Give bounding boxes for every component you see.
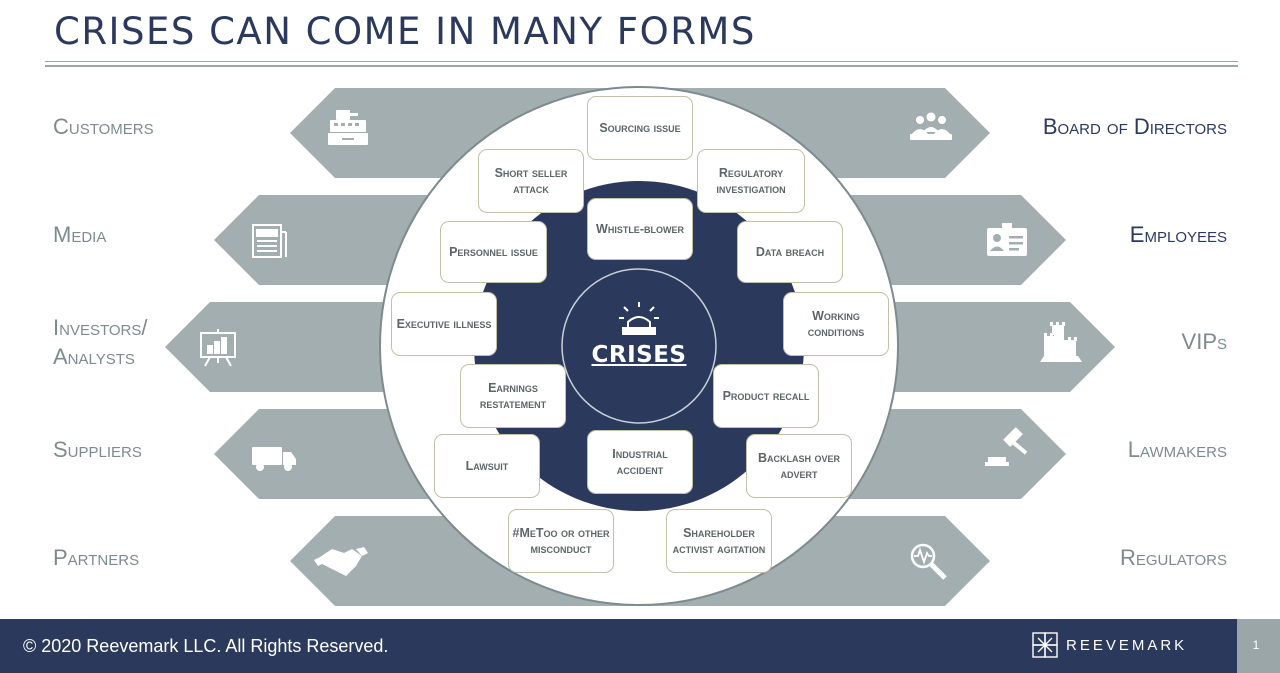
slide-title: CRISES CAN COME IN MANY FORMS <box>54 10 756 53</box>
crisis-executive-illness: Executive illness <box>391 292 497 356</box>
newspaper-icon <box>252 224 287 258</box>
page-number-badge <box>1237 619 1280 673</box>
gavel-icon <box>985 427 1028 466</box>
crisis-personnel-issue: Personnel issue <box>440 221 547 283</box>
brand-name: REEVEMARK <box>1066 636 1188 654</box>
stakeholder-regulators: Regulators <box>1119 545 1227 570</box>
stakeholder-suppliers: Suppliers <box>53 437 142 462</box>
footer-bar <box>0 619 1280 673</box>
title-rule <box>45 61 1238 62</box>
stakeholder-investors: Investors/ <box>53 315 148 340</box>
center-crises-label: CRISES <box>591 342 687 368</box>
stakeholder-customers: Customers <box>53 114 154 139</box>
crisis-working-conditions: Working conditions <box>783 292 889 356</box>
stakeholder-media: Media <box>53 222 107 247</box>
meeting-group-icon <box>910 112 952 140</box>
crisis-sourcing-issue: Sourcing issue <box>587 96 693 160</box>
stakeholder-analysts: Analysts <box>53 344 135 369</box>
magnifier-icon <box>910 543 947 580</box>
cash-register-icon <box>328 110 368 145</box>
crisis-backlash-over-advert: Backlash over advert <box>746 434 852 498</box>
center-circle <box>561 268 717 424</box>
page-number: 1 <box>1252 638 1260 652</box>
siren-icon <box>619 302 659 335</box>
brand-logo: REEVEMARK <box>1030 630 1187 660</box>
stakeholder-employees: Employees <box>1129 222 1227 247</box>
crisis-regulatory-investigation: Regulatory investigation <box>697 149 805 213</box>
title-rule-thick <box>45 65 1238 67</box>
crisis-metoo-misconduct: #MeToo or other misconduct <box>508 509 614 573</box>
crisis-product-recall: Product recall <box>713 364 819 428</box>
stakeholder-vips: VIPs <box>1181 329 1227 354</box>
crisis-data-breach: Data breach <box>737 221 843 283</box>
stakeholder-board: Board of Directors <box>1042 114 1227 139</box>
presentation-chart-icon <box>200 329 236 367</box>
crisis-shareholder-activist: Shareholder activist agitation <box>666 509 772 573</box>
crisis-lawsuit: Lawsuit <box>434 434 540 498</box>
crisis-industrial-accident: Industrial accident <box>587 430 693 494</box>
stakeholder-lawmakers: Lawmakers <box>1127 437 1227 462</box>
reevemark-logo-icon <box>1032 632 1058 658</box>
crisis-earnings-restatement: Earnings restatement <box>460 364 566 428</box>
crisis-short-seller-attack: Short seller attack <box>478 149 584 213</box>
crisis-whistleblower: Whistle-blower <box>587 198 693 260</box>
truck-icon <box>252 447 296 471</box>
castle-icon <box>1040 322 1082 362</box>
id-badge-icon <box>987 223 1027 256</box>
stakeholder-partners: Partners <box>53 545 140 570</box>
handshake-icon <box>314 547 368 576</box>
inner-ring <box>474 181 804 511</box>
copyright-text: © 2020 Reevemark LLC. All Rights Reserve… <box>23 636 389 656</box>
